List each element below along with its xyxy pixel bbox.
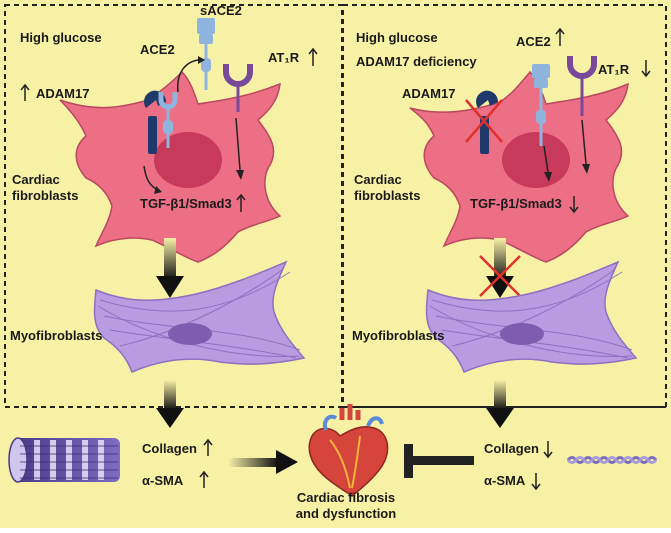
heart-icon [308,404,389,497]
bottom-row: Collagen α-SMA Cardiac fibrosis and dysf… [8,404,658,521]
left-panel: High glucose sACE2 ACE2 AT₁R ADAM17 TGF-… [10,3,318,428]
left-ace2-receptor-icon [158,92,178,148]
right-nucleus [502,132,570,188]
bottom-right-collagen-label: Collagen [484,441,539,456]
right-tgf-label: TGF-β1/Smad3 [470,196,562,211]
right-panel: High glucose ADAM17 deficiency ACE2 AT₁R… [352,27,651,428]
right-change-arrows [555,27,651,214]
left-up-arrows [20,47,318,212]
left-at1r-receptor-icon [223,64,253,112]
left-myofibroblast-cell [93,260,306,373]
left-sace2-label: sACE2 [200,3,242,18]
right-adam17-inhibition-cross-icon [465,99,503,143]
bottom-right-down-arrows [531,441,553,491]
outcome-label-line1: Cardiac fibrosis [297,490,395,505]
right-adam17-icon [476,90,499,154]
left-myofibroblasts-label: Myofibroblasts [10,328,102,343]
collagen-fiber-bundle-icon [8,437,120,483]
left-cardiac-label: Cardiac [12,172,60,187]
outcome-label-line2: and dysfunction [296,506,396,521]
right-cardiac-label: Cardiac [354,172,402,187]
left-transition-arrow [156,238,184,298]
left-ace2-label: ACE2 [140,42,175,57]
right-transition-block-cross-icon [479,255,521,297]
right-at1r-receptor-icon [567,56,597,116]
right-fibroblasts-label: fibroblasts [354,188,420,203]
left-at1r-label: AT₁R [268,50,300,65]
right-deficiency-label: ADAM17 deficiency [356,54,477,69]
bottom-left-collagen-label: Collagen [142,441,197,456]
right-myofibroblasts-label: Myofibroblasts [352,328,444,343]
right-myofibroblast-cell [425,260,638,373]
bottom-left-up-arrows [199,438,213,488]
left-condition-label: High glucose [20,30,102,45]
right-adam17-label: ADAM17 [402,86,455,101]
right-output-arrow [486,380,514,428]
right-condition-label: High glucose [356,30,438,45]
right-at1r-label: AT₁R [598,62,630,77]
to-heart-arrow [228,450,298,474]
thin-collagen-strand-icon [566,456,658,464]
right-ace2-receptor-icon [532,64,550,146]
right-ace2-label: ACE2 [516,34,551,49]
left-output-arrow [156,380,184,428]
left-adam17-label: ADAM17 [36,86,89,101]
left-sace2-icon [197,18,215,90]
left-nucleus [154,132,222,188]
left-fibroblasts-label: fibroblasts [12,188,78,203]
bottom-right-asma-label: α-SMA [484,473,526,488]
bottom-left-asma-label: α-SMA [142,473,184,488]
inhibition-arrow [404,444,474,478]
left-tgf-label: TGF-β1/Smad3 [140,196,232,211]
left-shedding-arrow [177,59,199,93]
